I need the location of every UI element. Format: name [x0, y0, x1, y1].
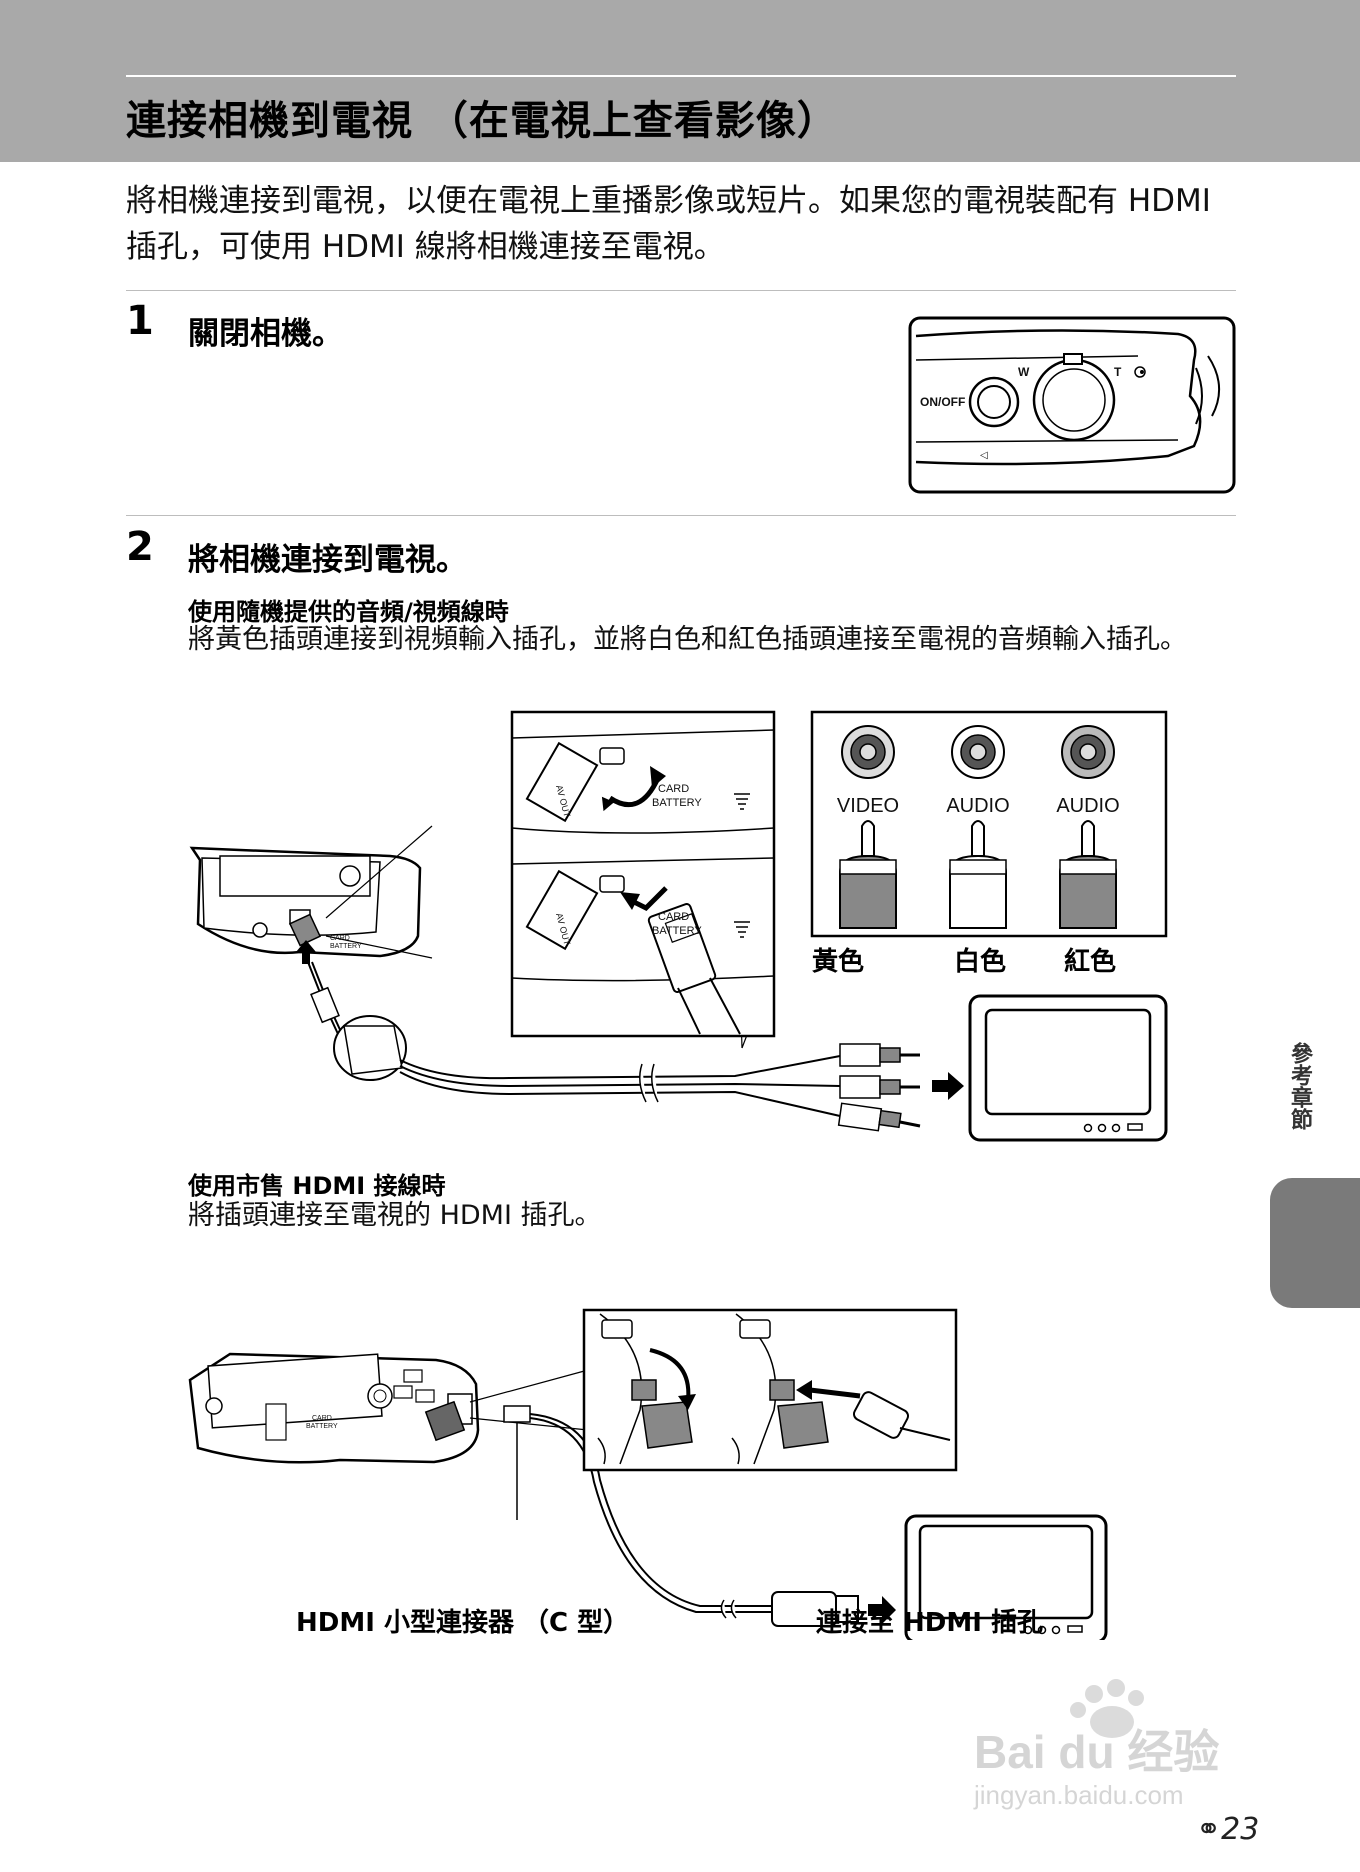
plug-tip-yellow [839, 820, 897, 929]
page-title: 連接相機到電視 （在電視上查看影像） [126, 98, 838, 144]
step-2-text: 將相機連接到電視。 [188, 542, 467, 578]
svg-text:BATTERY: BATTERY [330, 943, 362, 950]
tv-set [968, 994, 1168, 1142]
svg-text:CARD: CARD [658, 911, 689, 923]
audio-jack-label-red: AUDIO [1056, 795, 1119, 817]
battery-label: BATTERY [652, 797, 702, 809]
baidu-watermark: Bai du 经验 jingyan.baidu.com [973, 1679, 1219, 1810]
video-jack-label: VIDEO [837, 795, 899, 817]
av-heading: 使用隨機提供的音頻/視頻線時 [188, 598, 509, 626]
hdmi-mini-connector [503, 1405, 531, 1423]
divider [126, 515, 1236, 516]
hdmi-tv-label: 連接至 HDMI 插孔 [816, 1608, 1043, 1638]
tv-set [904, 1514, 1108, 1640]
watermark-url: jingyan.baidu.com [973, 1780, 1184, 1810]
audio-jack-red [1061, 725, 1115, 779]
rca-plug-white [839, 1075, 920, 1099]
wide-label: W [1018, 365, 1030, 379]
on-off-label: ON/OFF [920, 395, 965, 409]
plug-tip-white [949, 820, 1007, 929]
svg-text:◁: ◁ [980, 450, 988, 461]
card-label: CARD [658, 783, 689, 795]
audio-jack-label-white: AUDIO [946, 795, 1009, 817]
hdmi-connection-figure: CARD BATTERY [180, 1300, 1220, 1640]
step-1-text: 關閉相機。 [188, 316, 343, 352]
video-jack [841, 725, 895, 779]
side-chapter-tab [1270, 1178, 1360, 1308]
yellow-plug-label: 黃色 [812, 946, 864, 977]
rca-plug-red [837, 1102, 921, 1132]
step-2-number: 2 [126, 524, 154, 570]
hdmi-body: 將插頭連接至電視的 HDMI 插孔。 [188, 1200, 602, 1231]
step-1-number: 1 [126, 298, 154, 344]
av-connection-figure: CARD BATTERY [180, 708, 1180, 1148]
tv-jacks-inset: VIDEO AUDIO AUDIO [810, 710, 1168, 938]
camera-body [189, 846, 422, 958]
av-body: 將黃色插頭連接到視頻輸入插孔，並將白色和紅色插頭連接至電視的音頻輸入插孔。 [188, 624, 1187, 655]
red-plug-label: 紅色 [1064, 946, 1116, 977]
svg-text:BATTERY: BATTERY [306, 1423, 338, 1430]
arrow-right-icon [868, 1596, 896, 1624]
svg-text:BATTERY: BATTERY [652, 925, 702, 937]
hdmi-heading: 使用市售 HDMI 接線時 [188, 1172, 446, 1200]
plug-tip-red [1059, 820, 1117, 929]
rca-plug-yellow [839, 1043, 920, 1067]
tele-label: T [1114, 365, 1122, 379]
watermark-brand: Bai du 经验 [974, 1726, 1219, 1778]
intro-paragraph: 將相機連接到電視，以便在電視上重播影像或短片。如果您的電視裝配有 HDMI 插孔… [126, 183, 1211, 265]
white-plug-label: 白色 [954, 946, 1006, 977]
side-chapter-label: 參考章節 [1287, 1042, 1312, 1130]
magnify-icon [1134, 366, 1146, 378]
av-port-inset: AV OUT AV OUT CARD BATTERY CARD BATTERY [510, 710, 776, 1038]
paw-icon [1070, 1679, 1144, 1738]
divider [126, 290, 1236, 291]
header-rule [126, 75, 1236, 77]
camera-body: CARD BATTERY [188, 1352, 480, 1464]
hdmi-connector-label: HDMI 小型連接器 （C 型） [296, 1608, 629, 1638]
header-band [0, 0, 1360, 162]
arrow-right-icon [932, 1072, 964, 1100]
audio-jack-white [951, 725, 1005, 779]
hdmi-port-inset [582, 1308, 958, 1472]
strap-eyelet [1195, 367, 1203, 425]
svg-text:CARD: CARD [312, 1415, 332, 1422]
camera-top-figure: ON/OFF W T ◁ [908, 316, 1236, 494]
page-number: ⚭23 [1196, 1812, 1260, 1847]
